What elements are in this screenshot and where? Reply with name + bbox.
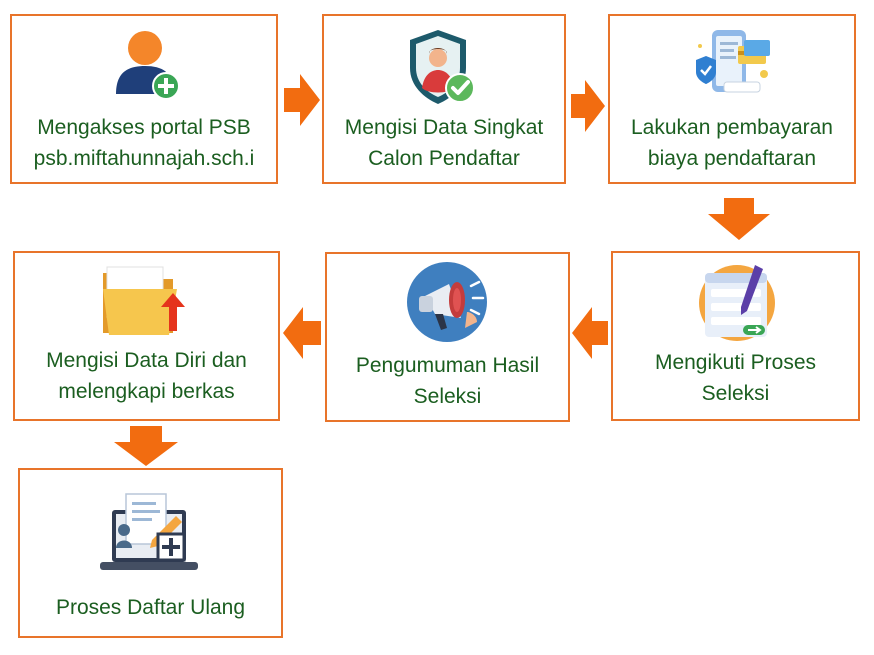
step-box-2: Mengisi Data Singkat Calon Pendaftar [322, 14, 566, 184]
arrow-down-2 [114, 426, 178, 466]
step-box-5: Pengumuman Hasil Seleksi [325, 252, 570, 422]
step-label-5: Pengumuman Hasil Seleksi [355, 354, 540, 408]
arrow-down-1 [708, 198, 770, 240]
step-box-7: Proses Daftar Ulang [18, 468, 283, 638]
step-box-6: Mengisi Data Diri dan melengkapi berkas [13, 251, 280, 421]
step-label-3: Lakukan pembayaran biaya pendaftaran [631, 116, 833, 170]
mobile-payment-icon [696, 30, 770, 93]
step-label-4: Mengikuti Proses Seleksi [654, 351, 817, 405]
form-pen-icon [699, 265, 775, 341]
step-label-7: Proses Daftar Ulang [55, 596, 246, 619]
laptop-document-icon [100, 493, 198, 570]
step-box-1: Mengakses portal PSB psb.miftahunnajah.s… [10, 14, 278, 184]
user-add-icon [116, 31, 180, 100]
step-box-3: Lakukan pembayaran biaya pendaftaran [608, 14, 856, 184]
verified-user-shield-icon [410, 30, 475, 104]
step-label-1: Mengakses portal PSB psb.miftahunnajah.s… [33, 116, 255, 170]
arrow-right-1 [284, 74, 320, 126]
arrow-right-2 [571, 80, 605, 132]
arrow-left-1 [572, 307, 608, 359]
step-label-6: Mengisi Data Diri dan melengkapi berkas [46, 349, 247, 403]
folder-upload-icon [103, 266, 185, 335]
step-label-2: Mengisi Data Singkat Calon Pendaftar [344, 116, 544, 170]
arrow-left-2 [283, 307, 321, 359]
step-box-4: Mengikuti Proses Seleksi [611, 251, 860, 421]
megaphone-icon [407, 262, 487, 342]
